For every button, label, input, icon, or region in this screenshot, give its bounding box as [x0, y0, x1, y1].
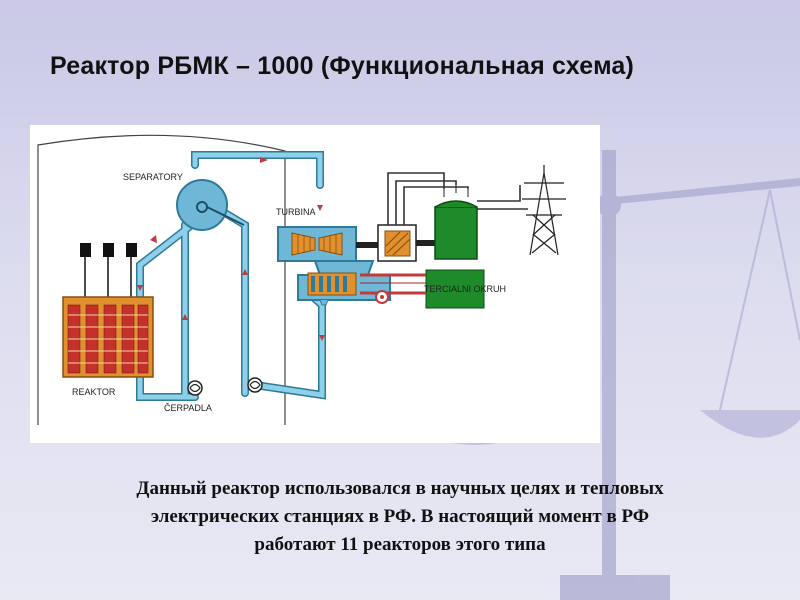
circulation-pumps: [187, 377, 263, 396]
reactor-diagram: SEPARATORY REAKTOR: [30, 125, 600, 443]
transmission-tower-icon: [522, 165, 566, 256]
tercialni-okruh-label: TERCIALNI OKRUH: [424, 284, 506, 294]
reaktor-label: REAKTOR: [72, 387, 116, 397]
caption-line-3: работают 11 реакторов этого типа: [254, 534, 546, 555]
separator-drum: [176, 179, 245, 231]
slide-title: Реактор РБМК – 1000 (Функциональная схем…: [50, 52, 635, 80]
turbine: [277, 226, 357, 262]
slide-caption: Данный реактор использовался в научных ц…: [60, 475, 740, 559]
transformer: [434, 185, 478, 260]
tertiary-circuit: [360, 269, 485, 309]
separatory-label: SEPARATORY: [123, 172, 183, 182]
caption-line-1: Данный реактор использовался в научных ц…: [136, 478, 664, 499]
generator-exciter: [377, 224, 417, 262]
reactor-core: [62, 296, 154, 378]
coolant-pipes: [136, 151, 326, 401]
power-cables: [387, 172, 528, 225]
flow-arrows: [137, 157, 325, 341]
cerpadla-label: ČERPADLA: [164, 403, 212, 413]
condenser: [297, 260, 391, 306]
turbina-label: TURBINA: [276, 207, 316, 217]
containment-outline: [37, 134, 286, 425]
control-rods: [80, 243, 137, 257]
turbine-shaft: [356, 242, 378, 248]
caption-line-2: электрических станциях в РФ. В настоящий…: [150, 506, 650, 527]
